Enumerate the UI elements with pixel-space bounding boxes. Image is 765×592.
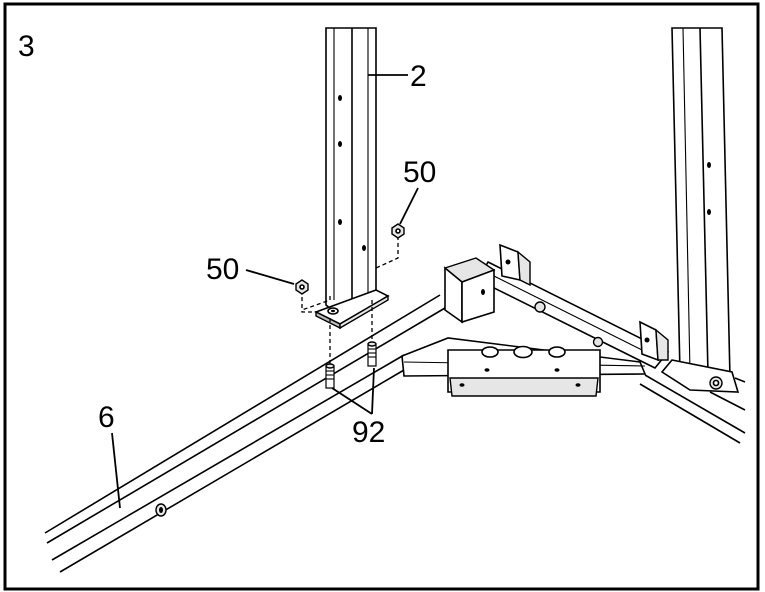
callout-upright: 2: [410, 60, 427, 93]
bolt-right: [367, 341, 377, 367]
main-upright: [313, 27, 390, 330]
step-number: 3: [18, 30, 35, 63]
center-crossbar: [401, 337, 647, 397]
leader-lines: [111, 74, 419, 509]
alignment-lines: [301, 236, 399, 366]
callout-nut-right: 50: [403, 156, 436, 189]
nut-left: [295, 279, 309, 295]
base-rail: [44, 294, 446, 573]
callout-base-rail: 6: [98, 401, 115, 434]
callout-bolts: 92: [352, 416, 385, 449]
nut-right: [391, 223, 405, 239]
diagonal-frame-bar: [476, 243, 670, 370]
right-rails: [639, 374, 746, 444]
corner-post: [443, 257, 496, 324]
right-upright: [660, 27, 740, 393]
callout-nut-left: 50: [206, 253, 239, 286]
bolt-left: [325, 363, 335, 389]
